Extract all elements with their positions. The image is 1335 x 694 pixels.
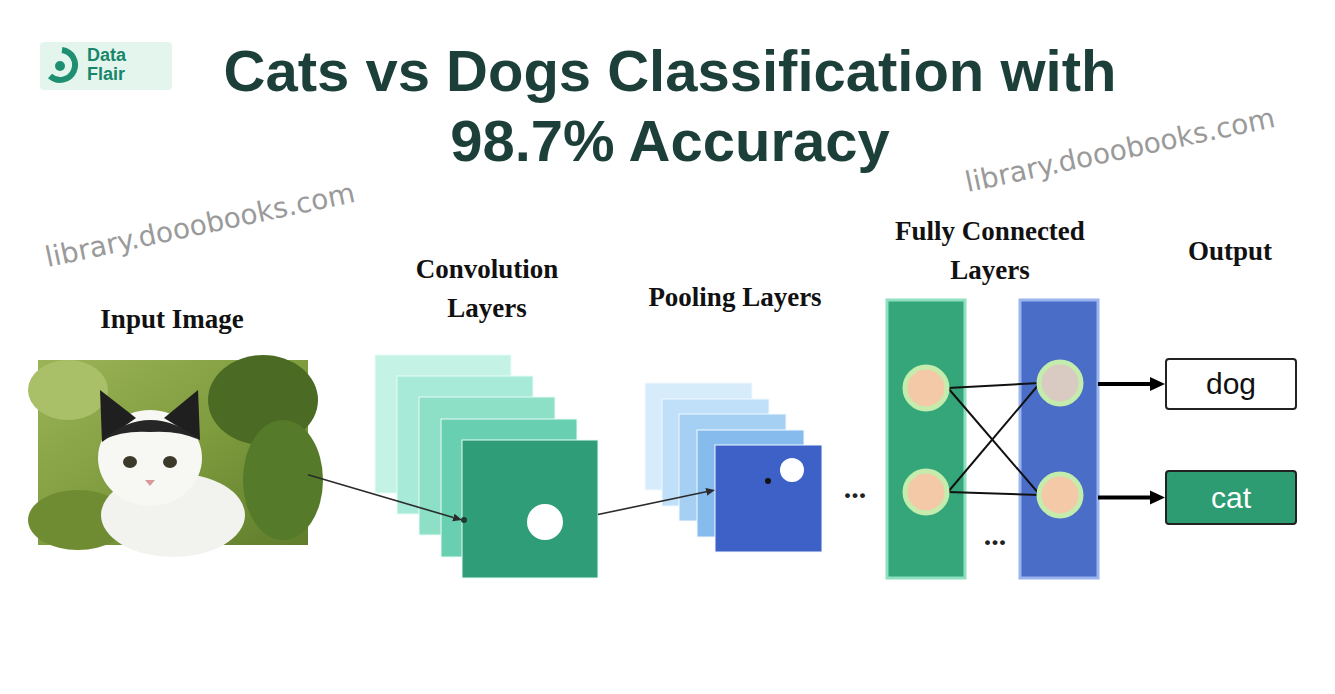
fully-connected-layers	[887, 300, 1098, 578]
layer-heading: Input Image	[52, 300, 292, 339]
cat-eye	[123, 456, 137, 468]
pooling-stack: Pooling Layers	[715, 445, 822, 552]
logo	[40, 42, 172, 90]
grass-patch	[28, 360, 108, 420]
cat-eye	[163, 456, 177, 468]
watermark: library.dooobooks.com	[42, 176, 358, 274]
dense-layer	[887, 300, 965, 578]
output-box: dog	[1165, 358, 1297, 410]
output-box: cat	[1165, 470, 1297, 525]
connector-dot	[461, 517, 467, 523]
weight-line	[948, 492, 1040, 495]
connector-arrow	[1098, 496, 1150, 500]
ellipsis: ...	[984, 518, 1007, 552]
logo-text: Data Flair	[87, 46, 139, 84]
pool-dot	[765, 478, 771, 484]
logo-mark	[50, 50, 75, 80]
logo-dot	[55, 61, 65, 71]
feature-map	[462, 440, 598, 578]
weight-line	[948, 388, 1040, 495]
neuron	[905, 471, 947, 513]
cat-photo	[28, 355, 323, 557]
dense-layer	[1020, 300, 1098, 578]
kernel-circle	[527, 504, 563, 540]
watermark: library.dooobooks.com	[962, 101, 1278, 199]
pooling-layers	[645, 383, 822, 552]
cat-nose	[145, 480, 155, 486]
class-label: dog	[1206, 366, 1256, 402]
neuron	[1039, 474, 1081, 516]
neuron	[905, 367, 947, 409]
class-label: cat	[1211, 480, 1251, 516]
convolution-stack: Convolution Layers	[462, 440, 598, 578]
layer-heading: Output	[1188, 236, 1272, 267]
connector-arrow	[598, 492, 706, 515]
weight-line	[948, 383, 1040, 492]
cat-patch	[102, 420, 200, 440]
logo-ground	[40, 42, 172, 90]
layer-heading: Fully Connected Layers	[870, 212, 1110, 290]
input-image: Input Image	[38, 360, 308, 545]
ellipsis: ...	[844, 471, 867, 505]
pooled-map	[715, 445, 822, 552]
layer-heading: Convolution Layers	[392, 250, 582, 328]
neuron	[1039, 362, 1081, 404]
connector-arrow	[1098, 382, 1150, 386]
dense-layers: Fully Connected Layers	[887, 300, 1098, 578]
convolution-layers	[375, 355, 598, 578]
page-title: Cats vs Dogs Classification with 98.7% A…	[190, 36, 1150, 176]
pool-circle	[780, 458, 804, 482]
weight-line	[948, 383, 1040, 388]
shrub	[243, 420, 323, 540]
layer-heading: Pooling Layers	[615, 278, 855, 317]
connector-arrow	[308, 475, 453, 518]
